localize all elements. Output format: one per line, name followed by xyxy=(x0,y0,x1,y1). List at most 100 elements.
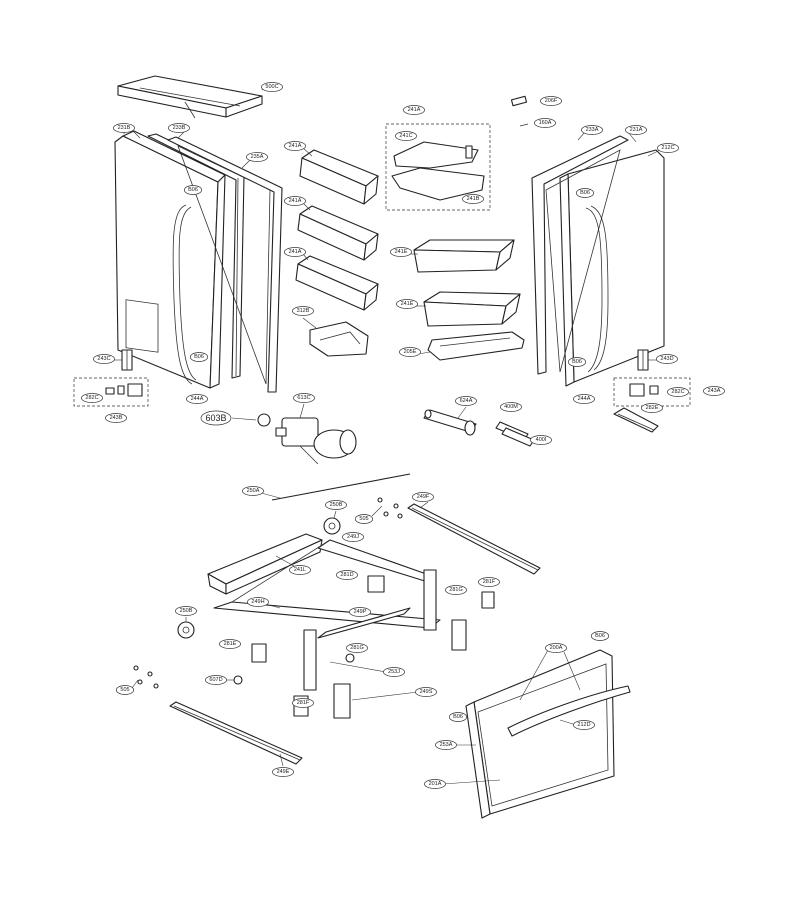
bracket-281d-part xyxy=(367,575,385,593)
part-label: 201A xyxy=(424,779,446,789)
label-text: 233B xyxy=(173,125,186,131)
label-bubble xyxy=(200,410,232,426)
label-bubble xyxy=(575,188,595,198)
part-label: 212D xyxy=(573,720,595,730)
label-text: 613C xyxy=(297,395,310,401)
part-label: 282C xyxy=(81,393,103,403)
label-bubble xyxy=(567,357,587,367)
label-bubble xyxy=(415,687,437,697)
label-text: 235A xyxy=(251,154,264,160)
part-label: 281F xyxy=(478,577,500,587)
part-label: 160A xyxy=(534,118,556,128)
label-bubble xyxy=(346,643,368,653)
cover-241l-part xyxy=(207,533,323,595)
label-bubble xyxy=(667,387,689,397)
label-bubble xyxy=(657,143,679,153)
screws-505-upper xyxy=(377,497,403,519)
label-bubble xyxy=(325,500,347,510)
label-bubble xyxy=(656,354,678,364)
part-label: 241L xyxy=(289,565,311,575)
left-hinge-part xyxy=(121,349,133,371)
part-label: 243A xyxy=(703,386,725,396)
label-text: 212C xyxy=(661,145,674,151)
label-text: 253J xyxy=(388,669,400,675)
label-text: 500C xyxy=(265,84,278,90)
label-text: 241E xyxy=(401,301,414,307)
label-text: 243A xyxy=(708,388,721,394)
part-label: 281G xyxy=(445,585,467,595)
label-text: 400M xyxy=(504,404,518,410)
bracket-281f-upper-part xyxy=(481,591,495,609)
label-text: 241A xyxy=(289,249,302,255)
label-bubble xyxy=(289,565,311,575)
label-text: 231B xyxy=(118,125,131,131)
label-bubble xyxy=(219,639,241,649)
part-label: 250B xyxy=(325,500,347,510)
label-bubble xyxy=(573,394,595,404)
label-text: B06 xyxy=(453,714,463,720)
part-label: 249E xyxy=(272,767,294,777)
label-bubble xyxy=(247,597,269,607)
part-label: 241A xyxy=(284,196,306,206)
label-bubble xyxy=(448,712,468,722)
part-label: 244A xyxy=(186,394,208,404)
label-bubble xyxy=(399,347,421,357)
label-bubble xyxy=(93,354,115,364)
part-label: 212C xyxy=(657,143,679,153)
small-clip-160a xyxy=(519,123,529,127)
part-label: 400I xyxy=(530,435,552,445)
label-text: 505 xyxy=(359,516,368,522)
slides-249s-part xyxy=(333,619,467,719)
part-label: 249H xyxy=(247,597,269,607)
label-text: 603B xyxy=(205,413,226,423)
top-cover-part xyxy=(117,75,267,119)
label-text: 233A xyxy=(586,127,599,133)
bracket-281e-part xyxy=(251,643,267,663)
label-text: 607D xyxy=(209,677,222,683)
part-label: 603B xyxy=(200,410,232,426)
part-label: 205E xyxy=(399,347,421,357)
part-label: 249S xyxy=(415,687,437,697)
part-label: 253A xyxy=(435,740,457,750)
label-bubble xyxy=(412,492,434,502)
label-text: B06 xyxy=(188,187,198,193)
part-label: 500C xyxy=(261,82,283,92)
label-bubble xyxy=(168,123,190,133)
label-text: 241A xyxy=(408,107,421,113)
label-text: 249S xyxy=(420,689,433,695)
label-text: 244A xyxy=(578,396,591,402)
label-text: 160A xyxy=(539,120,552,126)
label-bubble xyxy=(403,105,425,115)
door-bin-2-part xyxy=(297,205,379,261)
right-gasket-part xyxy=(531,135,629,375)
label-bubble xyxy=(445,585,467,595)
label-text: 250B xyxy=(330,502,343,508)
label-bubble xyxy=(246,152,268,162)
part-label: 241A xyxy=(284,141,306,151)
label-text: 241A xyxy=(289,143,302,149)
label-text: 241B xyxy=(467,196,480,202)
gear-250b-upper-part xyxy=(323,517,341,535)
part-label: 250B xyxy=(175,606,197,616)
part-label: 249J xyxy=(342,532,364,542)
dairy-bin-kit-box xyxy=(385,123,491,211)
label-bubble xyxy=(455,396,477,406)
label-bubble xyxy=(703,386,725,396)
door-bin-241e-lower-part xyxy=(423,291,521,327)
label-bubble xyxy=(435,740,457,750)
part-label: 231A xyxy=(625,125,647,135)
label-text: 244A xyxy=(191,396,204,402)
label-bubble xyxy=(336,570,358,580)
label-text: 624A xyxy=(460,398,473,404)
label-text: 200A xyxy=(550,645,563,651)
part-label: 505 xyxy=(354,514,374,524)
label-bubble xyxy=(105,413,127,423)
label-bubble xyxy=(183,185,203,195)
label-text: 231A xyxy=(630,127,643,133)
part-label: B06 xyxy=(189,352,209,362)
left-gasket-part xyxy=(147,133,283,393)
left-door-part xyxy=(114,130,226,389)
label-bubble xyxy=(383,667,405,677)
label-text: 250A xyxy=(247,488,260,494)
